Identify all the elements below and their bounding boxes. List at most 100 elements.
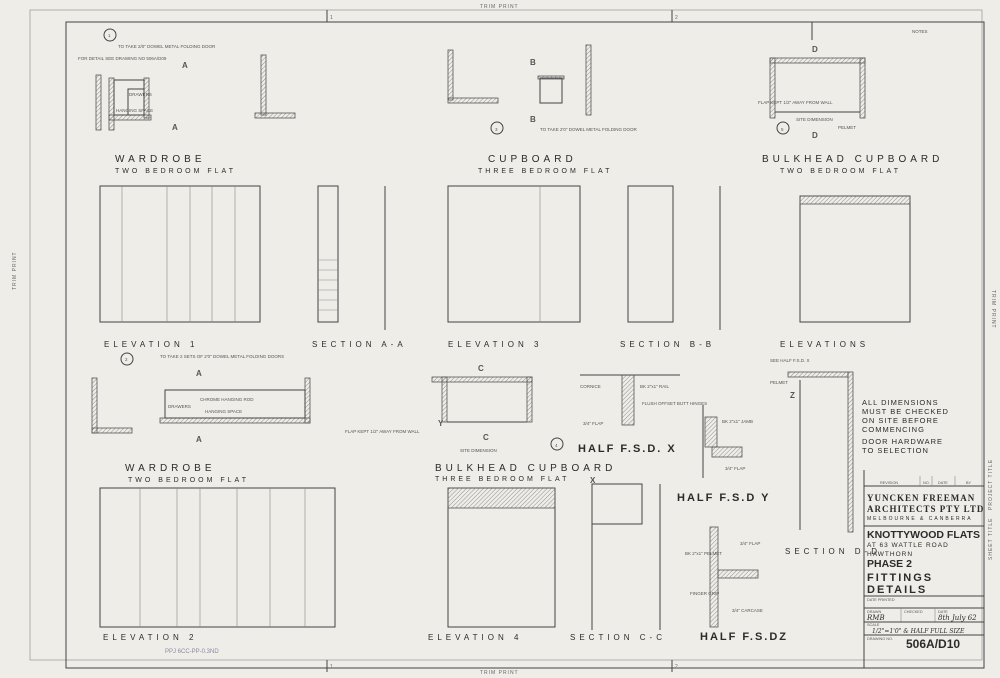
svg-text:SITE DIMENSION: SITE DIMENSION [796, 117, 833, 122]
svg-text:D: D [812, 45, 818, 54]
svg-text:CORNICE: CORNICE [580, 384, 601, 389]
cupboard-plan-3: B B TO TAKE 2'0" DOWEL METAL FOLDING DOO… [447, 44, 638, 175]
svg-text:PELMET: PELMET [838, 125, 856, 130]
drawing-title: WARDROBE [115, 154, 206, 165]
svg-text:DRAWN: DRAWN [867, 610, 881, 614]
grid-mark: 1 [330, 15, 334, 21]
drawing-number: 506A/D10 [906, 637, 960, 651]
svg-text:FLUSH OFFSET BUTT HINGES: FLUSH OFFSET BUTT HINGES [642, 401, 707, 406]
drawing-subtitle: THREE BEDROOM FLAT [478, 168, 612, 175]
grid-mark: 2 [675, 664, 679, 670]
svg-text:REVISION: REVISION [880, 481, 898, 485]
svg-text:Y: Y [438, 419, 444, 428]
svg-text:B: B [530, 115, 536, 124]
svg-text:A: A [196, 369, 202, 378]
section-c-c: X SECTION C-C [570, 476, 666, 642]
inner-border [65, 21, 985, 669]
grid-mark: 2 [675, 15, 679, 21]
svg-text:DATE: DATE [938, 610, 948, 614]
svg-text:8th July 62: 8th July 62 [938, 614, 977, 622]
svg-text:CHROME HANGING ROD: CHROME HANGING ROD [200, 397, 254, 402]
svg-text:3/4" FLAP: 3/4" FLAP [583, 421, 603, 426]
svg-text:HALF F.S.DZ: HALF F.S.DZ [700, 631, 788, 643]
svg-text:HAWTHORN: HAWTHORN [867, 551, 913, 558]
svg-text:HANGING SPACE: HANGING SPACE [116, 108, 153, 113]
svg-text:SECTION D-D: SECTION D-D [785, 547, 881, 556]
svg-text:D: D [812, 131, 818, 140]
firm-name: ARCHITECTS PTY LTD [867, 504, 984, 514]
svg-text:COMMENCING: COMMENCING [862, 425, 925, 434]
edge-label-top: TRIM PRINT [480, 4, 519, 10]
bulkhead-plan-4: C C Y FLAP KEPT 1/2" AWAY FROM WALL SITE… [345, 364, 612, 483]
svg-text:3/4" FLAP: 3/4" FLAP [740, 541, 760, 546]
elevation-4: ELEVATION 4 [428, 487, 556, 642]
svg-text:DOOR HARDWARE: DOOR HARDWARE [862, 437, 943, 446]
svg-text:ELEVATIONS: ELEVATIONS [780, 340, 869, 349]
svg-text:SECTION C-C: SECTION C-C [570, 633, 666, 642]
svg-text:DRAWERS: DRAWERS [129, 92, 152, 97]
svg-text:DATE: DATE [938, 481, 948, 485]
svg-text:Z: Z [790, 391, 795, 400]
section-d-d: SEE HALF F.S.D. X PELMET Z SECTION D-D [770, 358, 881, 556]
wardrobe-plan-1: 1 TO TAKE 2/0" DOWEL METAL FOLDING DOOR … [78, 28, 296, 175]
svg-text:TO SELECTION: TO SELECTION [862, 446, 929, 455]
sheet-title: DETAILS [867, 584, 927, 596]
edge-label-right: TRIM PRINT [990, 290, 996, 329]
svg-text:AT 63 WATTLE ROAD: AT 63 WATTLE ROAD [867, 542, 949, 549]
wardrobe-plan-2: 2 TO TAKE 2 SETS OF 2'0" DOWEL METAL FOL… [91, 352, 311, 484]
edge-label-bottom: TRIM PRINT [480, 670, 519, 676]
svg-text:MUST BE CHECKED: MUST BE CHECKED [862, 407, 949, 416]
drawing-title: WARDROBE [125, 463, 216, 474]
outer-border [29, 9, 983, 661]
svg-text:DRAWING NO.: DRAWING NO. [867, 637, 893, 641]
drawing-subtitle: TWO BEDROOM FLAT [115, 168, 236, 175]
drawing-subtitle: TWO BEDROOM FLAT [128, 477, 249, 484]
svg-text:ELEVATION 3: ELEVATION 3 [448, 340, 542, 349]
drawing-subtitle: THREE BEDROOM FLAT [435, 476, 569, 483]
svg-text:FINGER GRIP: FINGER GRIP [690, 591, 719, 596]
firm-name: YUNCKEN FREEMAN [867, 493, 975, 503]
svg-text:C: C [478, 364, 484, 373]
drawing-title: BULKHEAD CUPBOARD [762, 154, 943, 165]
bulkhead-plan-5: D D SITE DIMENSION PELMET FLAP KEPT 1/2"… [758, 45, 943, 175]
svg-text:PHASE 2: PHASE 2 [867, 558, 912, 570]
svg-text:HALF F.S.D Y: HALF F.S.D Y [677, 492, 770, 504]
elevation-3: ELEVATION 3 [447, 185, 581, 349]
notes-heading: NOTES [912, 29, 928, 34]
svg-text:RMB: RMB [866, 614, 885, 622]
sheet-title: FITTINGS [867, 572, 933, 584]
half-fsd-z-detail: BK 2"x1" PELMET 3/4" FLAP FINGER GRIP 3/… [685, 526, 788, 643]
svg-text:NO.: NO. [923, 481, 930, 485]
svg-text:4: 4 [555, 443, 558, 448]
svg-text:ELEVATION 1: ELEVATION 1 [104, 340, 198, 349]
svg-text:3/4" FLAP: 3/4" FLAP [725, 466, 745, 471]
svg-text:1: 1 [108, 33, 111, 38]
edge-label-project-title: PROJECT TITLE [988, 459, 994, 510]
general-notes: ALL DIMENSIONS MUST BE CHECKED ON SITE B… [862, 398, 949, 455]
svg-text:PELMET: PELMET [770, 380, 788, 385]
half-fsd-y-detail: BK 2"x1" JAMB 3/4" FLAP HALF F.S.D Y [677, 405, 770, 504]
archive-stamp: PPJ 6CC-PP-0.3ND [165, 649, 219, 655]
half-fsd-x-detail: CORNICE BK 2"x1" RAIL FLUSH OFFSET BUTT … [578, 374, 707, 455]
svg-text:A: A [172, 123, 178, 132]
svg-text:ON SITE BEFORE: ON SITE BEFORE [862, 416, 939, 425]
svg-text:TO TAKE 2 SETS OF 2'0" DOWEL M: TO TAKE 2 SETS OF 2'0" DOWEL METAL FOLDI… [160, 354, 284, 359]
svg-text:BK 2"x1" PELMET: BK 2"x1" PELMET [685, 551, 722, 556]
svg-text:ELEVATION 4: ELEVATION 4 [428, 633, 522, 642]
svg-text:TO TAKE 2/0" DOWEL METAL FOLDI: TO TAKE 2/0" DOWEL METAL FOLDING DOOR [118, 44, 216, 49]
svg-text:FOR DETAIL SEE DRAWING NO 506A: FOR DETAIL SEE DRAWING NO 506A/D09 [78, 56, 167, 61]
svg-text:SEE HALF F.S.D. X: SEE HALF F.S.D. X [770, 358, 810, 363]
edge-label-left: TRIM PRINT [12, 251, 18, 290]
drawing-title: CUPBOARD [488, 154, 577, 165]
svg-text:BK 2"x1" RAIL: BK 2"x1" RAIL [640, 384, 669, 389]
svg-text:FLAP KEPT 1/2" AWAY FROM WALL: FLAP KEPT 1/2" AWAY FROM WALL [758, 100, 833, 105]
svg-text:DATE PRINTED: DATE PRINTED [867, 598, 895, 602]
svg-text:X: X [590, 476, 596, 485]
section-b-b: SECTION B-B [620, 185, 721, 349]
svg-text:5: 5 [781, 127, 784, 132]
svg-text:2: 2 [125, 357, 128, 362]
svg-text:FLAP KEPT 1/2" AWAY FROM WALL: FLAP KEPT 1/2" AWAY FROM WALL [345, 429, 420, 434]
svg-text:ELEVATION 2: ELEVATION 2 [103, 633, 197, 642]
svg-text:SITE DIMENSION: SITE DIMENSION [460, 448, 497, 453]
